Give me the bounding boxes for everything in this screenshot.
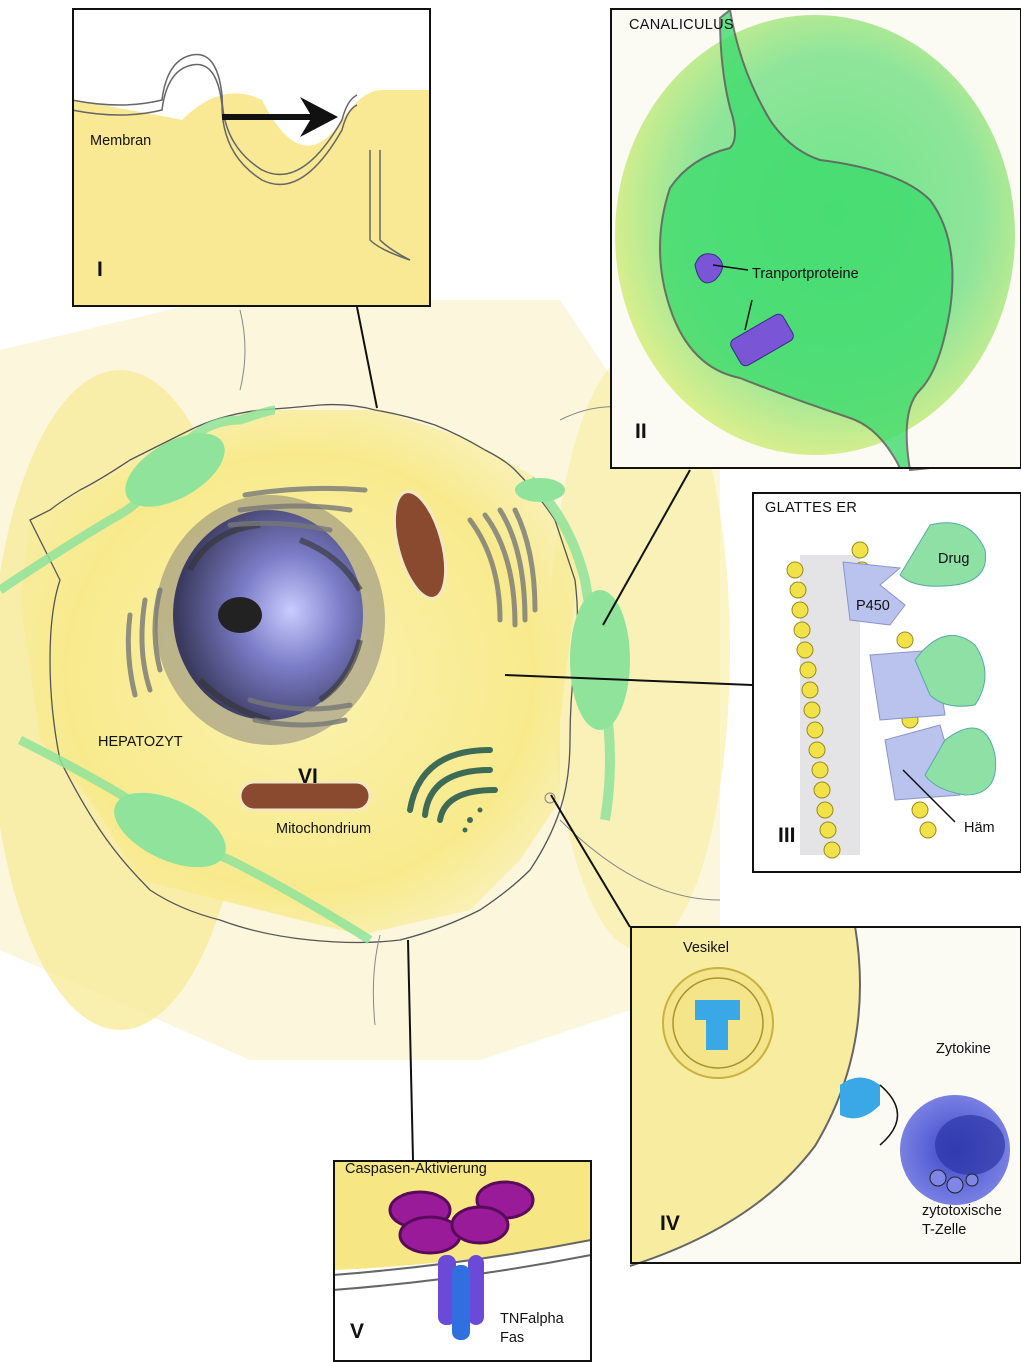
canaliculus-title: CANALICULUS [629, 17, 734, 33]
panel-5-caspase [333, 1160, 592, 1362]
cytokine-label: Zytokine [936, 1041, 991, 1057]
panel-3-smooth-er [752, 492, 1021, 873]
mitochondrion-label: Mitochondrium [276, 821, 371, 837]
panel-5-roman: V [350, 1320, 364, 1344]
haem-label: Häm [964, 820, 995, 836]
caspase-title: Caspasen-Aktivierung [345, 1161, 487, 1177]
panel-1-membrane [72, 8, 431, 307]
tcell-label-line2: T-Zelle [922, 1222, 966, 1238]
panel-2-roman: II [635, 420, 647, 444]
panel-6-roman: VI [298, 765, 318, 789]
tcell-label-line1: zytotoxische [922, 1203, 1002, 1219]
panel-1-roman: I [97, 258, 103, 282]
hepatocyte-label: HEPATOZYT [98, 734, 183, 750]
panel-3-roman: III [778, 824, 796, 848]
p450-label: P450 [856, 598, 890, 614]
drug-label: Drug [938, 551, 969, 567]
transport-protein-label: Tranportproteine [752, 266, 859, 282]
panel-4-roman: IV [660, 1212, 680, 1236]
nucleolus [218, 597, 262, 633]
tnf-label: TNFalpha [500, 1311, 564, 1327]
panel-2-canaliculus [610, 8, 1021, 469]
vesicle-label: Vesikel [683, 940, 729, 956]
smooth-er-title: GLATTES ER [765, 500, 857, 516]
membrane-label: Membran [90, 133, 151, 149]
fas-label: Fas [500, 1330, 524, 1346]
